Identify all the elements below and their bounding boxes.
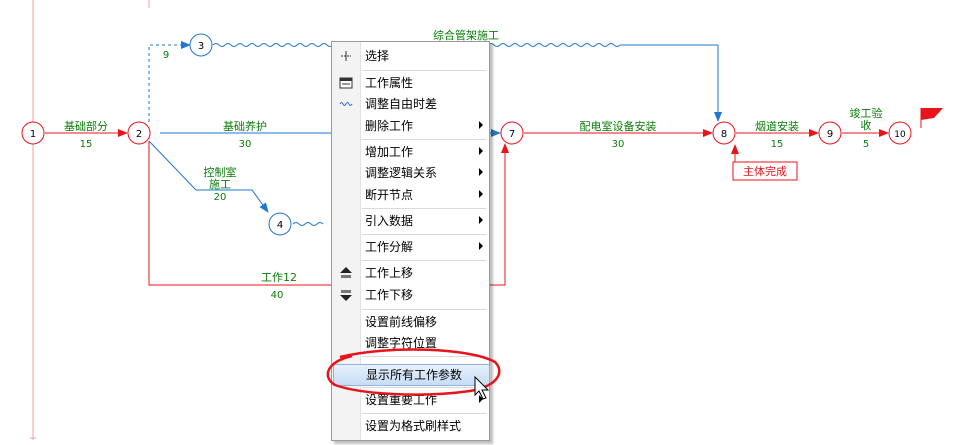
menu-item-adjust-text-position[interactable]: 调整字符位置: [365, 336, 438, 350]
activity-label: 控制室: [204, 165, 237, 179]
menu-item-adjust-logic[interactable]: 调整逻辑关系: [333, 163, 488, 183]
activity-2-7-critical: [148, 141, 509, 286]
svg-text:7: 7: [509, 129, 515, 140]
node-1: 1: [21, 121, 45, 145]
svg-text:2: 2: [136, 129, 142, 140]
menu-item-move-down[interactable]: 工作下移: [333, 285, 488, 305]
menu-item-import-data[interactable]: 引入数据: [333, 211, 488, 231]
activity-duration: 30: [612, 139, 625, 150]
milestone-label: 主体完成: [743, 164, 787, 178]
activity-duration: 20: [214, 192, 227, 203]
activity-label: 工作12: [261, 271, 297, 284]
menu-item-properties[interactable]: 工作属性: [333, 73, 488, 93]
flag-icon: [921, 108, 943, 120]
properties-icon: [339, 77, 353, 89]
menu-item-select[interactable]: 选择: [333, 46, 488, 66]
activity-duration: 5: [863, 139, 869, 150]
svg-text:10: 10: [894, 130, 906, 140]
activity-label: 综合管架施工: [433, 28, 499, 42]
svg-text:8: 8: [721, 129, 727, 140]
menu-item-work-breakdown[interactable]: 工作分解: [333, 237, 488, 257]
activity-label: 配电室设备安装: [580, 119, 657, 133]
svg-text:4: 4: [277, 220, 283, 231]
menu-item-set-important[interactable]: 设置重要工作: [333, 390, 488, 410]
context-menu: 选择 工作属性 调整自由时差 删除工作 增加工作 调整逻辑关系 断开节点 引入数…: [331, 41, 490, 441]
svg-text:3: 3: [198, 41, 204, 52]
move-up-icon: [340, 267, 352, 278]
menu-item-frontline-offset[interactable]: 设置前线偏移: [365, 315, 438, 329]
activity-label: 基础部分: [64, 119, 108, 133]
node-4: 4: [268, 212, 292, 236]
submenu-arrow-icon: [479, 216, 483, 224]
free-float-wave: [212, 43, 334, 47]
menu-item-adjust-free-float[interactable]: 调整自由时差: [333, 94, 488, 114]
activity-label: 收: [861, 118, 872, 132]
activity-label: 基础养护: [223, 119, 267, 133]
activity-label: 竣工验: [850, 106, 883, 120]
menu-item-add-work[interactable]: 增加工作: [333, 142, 488, 162]
activity-2-4: [148, 140, 269, 213]
activity-duration: 30: [239, 139, 252, 150]
move-down-icon: [340, 290, 352, 301]
submenu-arrow-icon: [479, 395, 483, 403]
submenu-arrow-icon: [479, 190, 483, 198]
milestone-box: [732, 161, 798, 181]
dummy-2-3: [148, 41, 191, 122]
activity-duration: 9: [163, 50, 169, 61]
menu-item-show-all-params[interactable]: 显示所有工作参数: [333, 364, 490, 386]
submenu-arrow-icon: [479, 242, 483, 250]
node-9: 9: [818, 121, 842, 145]
activity-label: 烟道安装: [755, 119, 799, 133]
activity-label: 施工: [209, 178, 231, 191]
node-8: 8: [712, 121, 736, 145]
activity-duration: 15: [80, 139, 93, 150]
activity-duration: 15: [771, 139, 784, 150]
submenu-arrow-icon: [479, 121, 483, 129]
wave-icon: [339, 102, 353, 106]
menu-item-format-painter[interactable]: 设置为格式刷样式: [365, 419, 462, 433]
menu-item-break-node[interactable]: 断开节点: [333, 185, 488, 205]
node-3: 3: [189, 33, 213, 57]
menu-item-move-up[interactable]: 工作上移: [333, 263, 488, 283]
svg-text:9: 9: [827, 129, 833, 140]
menu-item-delete-work[interactable]: 删除工作: [333, 116, 488, 136]
node-2: 2: [127, 121, 151, 145]
node-10: 10: [888, 121, 912, 145]
svg-text:1: 1: [30, 129, 36, 140]
activity-duration: 40: [271, 290, 284, 301]
submenu-arrow-icon: [479, 168, 483, 176]
submenu-arrow-icon: [479, 147, 483, 155]
select-icon: [341, 51, 351, 61]
node-7: 7: [500, 121, 524, 145]
